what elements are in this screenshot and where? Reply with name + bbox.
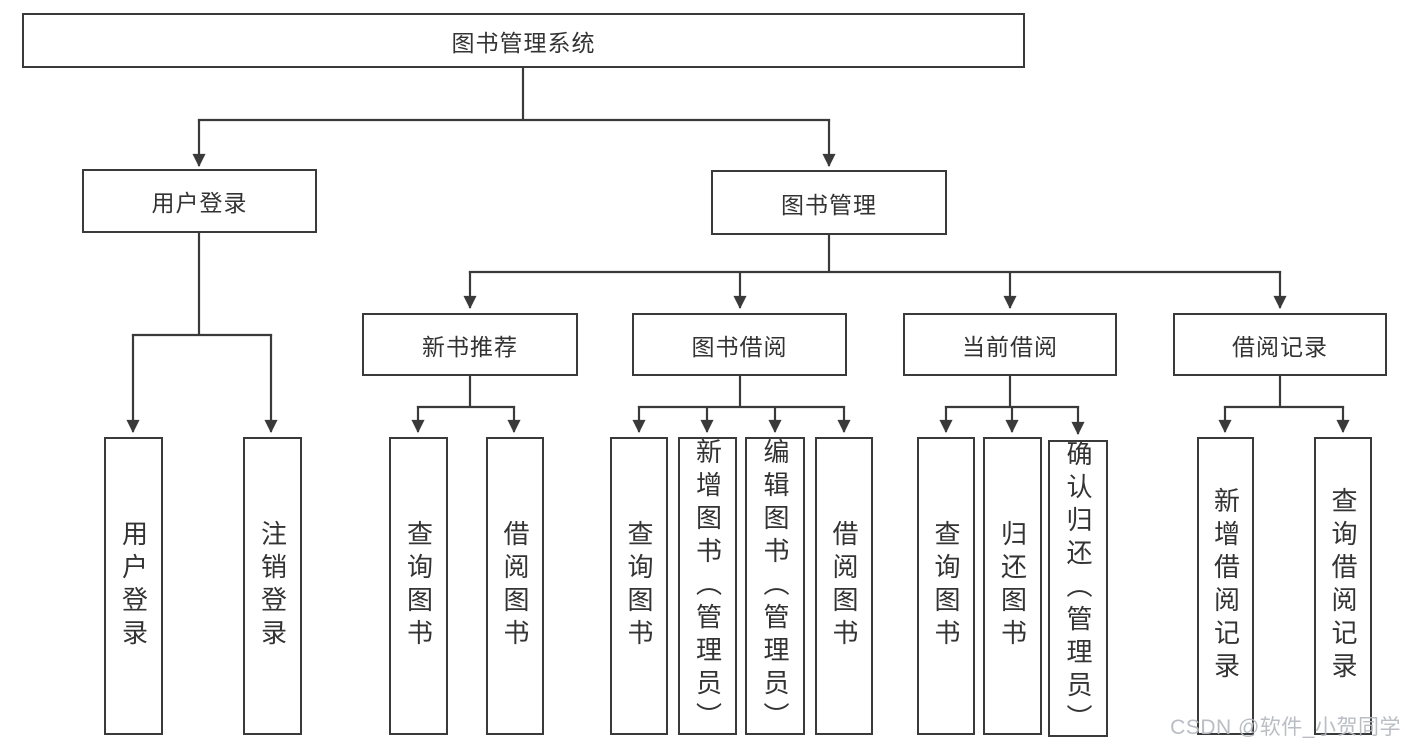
- leaf-add-book-admin: 新增图书（管理员）: [678, 437, 737, 735]
- leaf-confirm-return-admin: 确认归还（管理员）: [1048, 440, 1108, 737]
- leaf-borrow-books-borrowing: 借阅图书: [815, 437, 873, 735]
- node-label: 新书推荐: [422, 333, 518, 360]
- node-label: 图书管理系统: [451, 29, 596, 56]
- leaf-query-borrow-record: 查询借阅记录: [1314, 437, 1372, 735]
- node-label: 当前借阅: [962, 333, 1058, 360]
- node-label: 图书借阅: [691, 333, 788, 360]
- node-label: 编辑图书（管理员）: [760, 437, 790, 735]
- node-label: 归还图书: [997, 520, 1028, 652]
- node-borrowing-records: 借阅记录: [1173, 313, 1387, 376]
- leaf-query-books-recommend: 查询图书: [389, 437, 448, 735]
- node-label: 新增借阅记录: [1210, 487, 1241, 685]
- node-label: 图书管理: [781, 191, 877, 218]
- node-label: 用户登录: [151, 190, 248, 216]
- leaf-return-books: 归还图书: [983, 437, 1042, 735]
- node-root: 图书管理系统: [22, 13, 1025, 68]
- node-label: 借阅记录: [1232, 333, 1328, 360]
- node-book-borrowing: 图书借阅: [632, 313, 847, 376]
- node-label: 注销登录: [257, 520, 288, 652]
- node-label: 查询图书: [403, 520, 434, 652]
- leaf-borrow-books-recommend: 借阅图书: [486, 437, 544, 735]
- leaf-user-login: 用户登录: [104, 437, 163, 735]
- node-current-borrowing: 当前借阅: [903, 313, 1117, 376]
- leaf-add-borrow-record: 新增借阅记录: [1197, 437, 1254, 735]
- leaf-query-books-borrowing: 查询图书: [610, 437, 668, 735]
- node-label: 借阅图书: [829, 520, 859, 652]
- leaf-query-books-current: 查询图书: [917, 437, 975, 735]
- node-book-management: 图书管理: [711, 170, 947, 235]
- node-new-book-recommend: 新书推荐: [362, 313, 578, 376]
- node-label: 查询图书: [931, 520, 961, 652]
- node-label: 查询借阅记录: [1328, 487, 1358, 685]
- leaf-edit-book-admin: 编辑图书（管理员）: [745, 437, 805, 735]
- node-label: 新增图书（管理员）: [692, 437, 723, 735]
- watermark: CSDN @软件_小贺同学: [1170, 716, 1401, 739]
- node-label: 用户登录: [118, 520, 149, 652]
- node-user-login: 用户登录: [82, 169, 317, 233]
- node-label: 确认归还（管理员）: [1063, 440, 1093, 737]
- leaf-logout: 注销登录: [243, 437, 302, 735]
- node-label: 查询图书: [624, 520, 654, 652]
- node-label: 借阅图书: [500, 520, 530, 652]
